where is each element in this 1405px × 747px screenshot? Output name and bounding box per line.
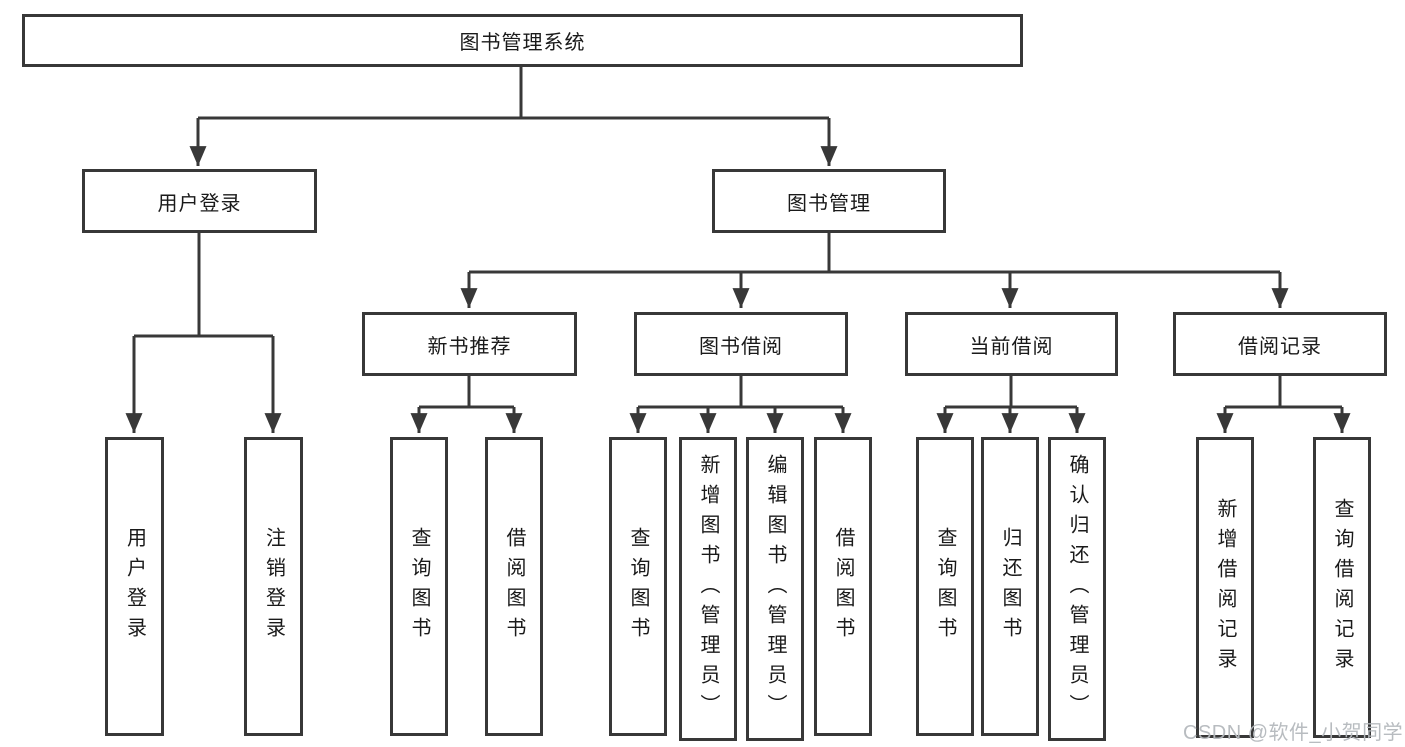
node-leaf-edit-books-admin: 编辑图书（管理员） bbox=[746, 437, 804, 741]
node-library-system: 图书管理系统 bbox=[22, 14, 1023, 67]
node-leaf-borrow-books-recommend: 借阅图书 bbox=[485, 437, 543, 736]
node-leaf-borrow-books: 借阅图书 bbox=[814, 437, 872, 736]
node-user-login: 用户登录 bbox=[82, 169, 317, 233]
node-current-borrowing: 当前借阅 bbox=[905, 312, 1118, 376]
node-borrowing-records: 借阅记录 bbox=[1173, 312, 1387, 376]
node-book-borrowing: 图书借阅 bbox=[634, 312, 848, 376]
node-new-book-recommendation: 新书推荐 bbox=[362, 312, 577, 376]
node-leaf-logout-login: 注销登录 bbox=[244, 437, 303, 736]
node-leaf-add-books-admin: 新增图书（管理员） bbox=[679, 437, 737, 741]
node-book-management: 图书管理 bbox=[712, 169, 946, 233]
node-leaf-user-login: 用户登录 bbox=[105, 437, 164, 736]
node-leaf-confirm-return-admin: 确认归还（管理员） bbox=[1048, 437, 1106, 741]
node-leaf-query-books-recommend: 查询图书 bbox=[390, 437, 448, 736]
node-leaf-query-books-current: 查询图书 bbox=[916, 437, 974, 736]
watermark: CSDN @软件_小贺同学 bbox=[1183, 722, 1404, 744]
node-leaf-query-books-borrowing: 查询图书 bbox=[609, 437, 667, 736]
node-leaf-return-books: 归还图书 bbox=[981, 437, 1039, 736]
node-leaf-add-borrow-record: 新增借阅记录 bbox=[1196, 437, 1254, 738]
node-leaf-query-borrow-record: 查询借阅记录 bbox=[1313, 437, 1371, 738]
